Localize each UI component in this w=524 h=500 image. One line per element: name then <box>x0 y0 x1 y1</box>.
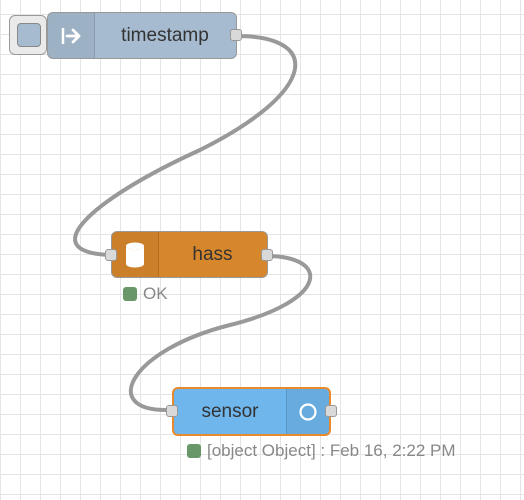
wire-hass-to-sensor[interactable] <box>128 254 313 412</box>
hass-input-port[interactable] <box>105 249 117 261</box>
node-label: timestamp <box>121 24 209 46</box>
arrow-inject-icon <box>61 27 81 44</box>
status-ok-indicator <box>187 444 201 458</box>
hass-output-port[interactable] <box>261 249 273 261</box>
hass-status-text: OK <box>143 284 168 303</box>
sensor-status-text: [object Object] : Feb 16, 2:22 PM <box>207 441 456 460</box>
sensor-input-port[interactable] <box>166 405 178 417</box>
hass-node[interactable]: hass <box>111 231 268 278</box>
sensor-icon-box <box>286 389 329 434</box>
inject-trigger-button[interactable] <box>9 15 47 55</box>
sensor-output-port[interactable] <box>325 405 337 417</box>
node-label: sensor <box>201 400 259 422</box>
inject-trigger-button-face <box>17 23 41 47</box>
hass-status: OK <box>123 284 168 304</box>
inject-icon-box <box>48 13 95 58</box>
status-ok-indicator <box>123 287 137 301</box>
timestamp-output-port[interactable] <box>230 29 242 41</box>
sensor-node[interactable]: sensor <box>172 387 331 436</box>
inject-node-timestamp[interactable]: timestamp <box>47 12 237 59</box>
circle-icon <box>299 402 317 421</box>
sensor-status: [object Object] : Feb 16, 2:22 PM <box>187 441 456 461</box>
wire-timestamp-to-hass[interactable] <box>73 34 298 257</box>
hass-icon-box <box>112 232 159 277</box>
node-label: hass <box>192 243 233 265</box>
database-icon <box>126 242 144 267</box>
